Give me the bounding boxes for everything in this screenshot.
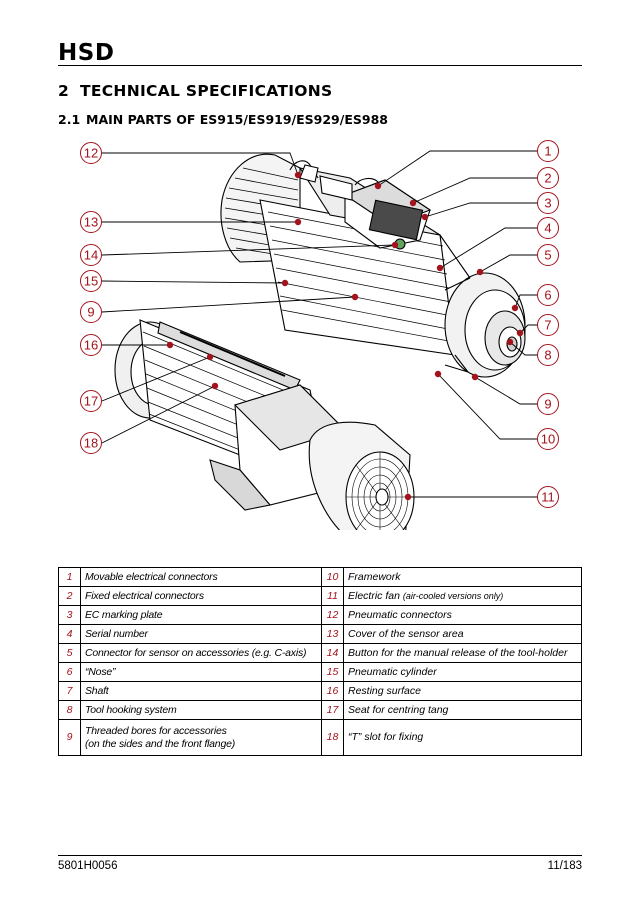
callout-17: 17 [84,394,98,409]
part-description: Fixed electrical connectors [80,586,322,606]
part-number: 16 [321,681,344,701]
part-description: Cover of the sensor area [343,624,582,644]
part-description: Shaft [80,681,322,701]
part-description: “Nose” [80,662,322,682]
table-row: 9 Threaded bores for accessories(on the … [58,719,582,756]
subsection-number: 2.1 [58,112,81,127]
part-description-note: (on the sides and the front flange) [85,737,236,750]
part-description: Movable electrical connectors [80,567,322,587]
part-description: Pneumatic cylinder [343,662,582,682]
part-description-cell: Electric fan (air-cooled versions only) [343,586,582,606]
part-description: Framework [343,567,582,587]
part-description-cell: Threaded bores for accessories(on the si… [80,719,322,756]
part-description: Serial number [80,624,322,644]
part-number: 10 [321,567,344,587]
callout-18: 18 [84,436,98,451]
part-number: 13 [321,624,344,644]
section-title: TECHNICAL SPECIFICATIONS [80,82,333,100]
brand-logo: HSD [58,40,115,66]
part-description: EC marking plate [80,605,322,625]
table-row: 4 Serial number 13 Cover of the sensor a… [58,624,582,644]
part-number: 7 [58,681,81,701]
header-rule [58,65,582,66]
part-number: 3 [58,605,81,625]
callout-7: 7 [544,318,551,333]
callout-9-left: 9 [87,305,94,320]
part-number: 6 [58,662,81,682]
part-number: 8 [58,700,81,720]
part-description: Connector for sensor on accessories (e.g… [80,643,322,663]
callout-1: 1 [544,144,551,159]
callout-6: 6 [544,288,551,303]
table-row: 7 Shaft 16 Resting surface [58,681,582,701]
callout-16: 16 [84,338,98,353]
table-row: 2 Fixed electrical connectors 11 Electri… [58,586,582,606]
section-number: 2 [58,82,70,100]
table-row: 8 Tool hooking system 17 Seat for centri… [58,700,582,720]
callout-15: 15 [84,274,98,289]
callout-9: 9 [544,397,551,412]
page-number: 11/183 [547,860,582,872]
part-description: Seat for centring tang [343,700,582,720]
callout-5: 5 [544,248,551,263]
part-description: Pneumatic connectors [343,605,582,625]
part-number: 14 [321,643,344,663]
table-row: 1 Movable electrical connectors 10 Frame… [58,567,582,587]
callout-13: 13 [84,215,98,230]
parts-legend-table: 1 Movable electrical connectors 10 Frame… [58,567,582,756]
section-heading: 2 TECHNICAL SPECIFICATIONS [58,82,333,100]
callout-14: 14 [84,248,98,263]
part-number: 9 [58,719,81,756]
part-note: (air-cooled versions only) [402,591,504,601]
part-number: 18 [321,719,344,756]
callout-12: 12 [84,146,98,161]
callout-11: 11 [541,490,555,505]
callout-3: 3 [544,196,551,211]
part-description: Tool hooking system [80,700,322,720]
callout-10: 10 [541,432,555,447]
part-number: 4 [58,624,81,644]
table-row: 6 “Nose” 15 Pneumatic cylinder [58,662,582,682]
part-description: Electric fan [348,590,400,602]
part-number: 1 [58,567,81,587]
part-number: 15 [321,662,344,682]
part-description: Button for the manual release of the too… [343,643,582,663]
subsection-title: MAIN PARTS OF ES915/ES919/ES929/ES988 [86,112,388,127]
part-number: 17 [321,700,344,720]
callout-4: 4 [544,221,551,236]
part-number: 11 [321,586,344,606]
callout-8: 8 [544,348,551,363]
part-description: Resting surface [343,681,582,701]
table-row: 3 EC marking plate 12 Pneumatic connecto… [58,605,582,625]
document-code: 5801H0056 [58,860,118,872]
part-description: “T” slot for fixing [343,719,582,756]
subsection-heading: 2.1 MAIN PARTS OF ES915/ES919/ES929/ES988 [58,112,388,127]
part-number: 2 [58,586,81,606]
table-row: 5 Connector for sensor on accessories (e… [58,643,582,663]
lower-spindle-drawing [114,319,415,530]
footer-rule [58,855,582,856]
part-number: 5 [58,643,81,663]
part-number: 12 [321,605,344,625]
part-description: Threaded bores for accessories [85,724,227,737]
callout-2: 2 [544,171,551,186]
upper-spindle-drawing [220,153,526,378]
spindle-diagram: 1 2 3 4 5 6 7 8 9 10 11 12 13 14 15 9 16… [80,140,559,530]
